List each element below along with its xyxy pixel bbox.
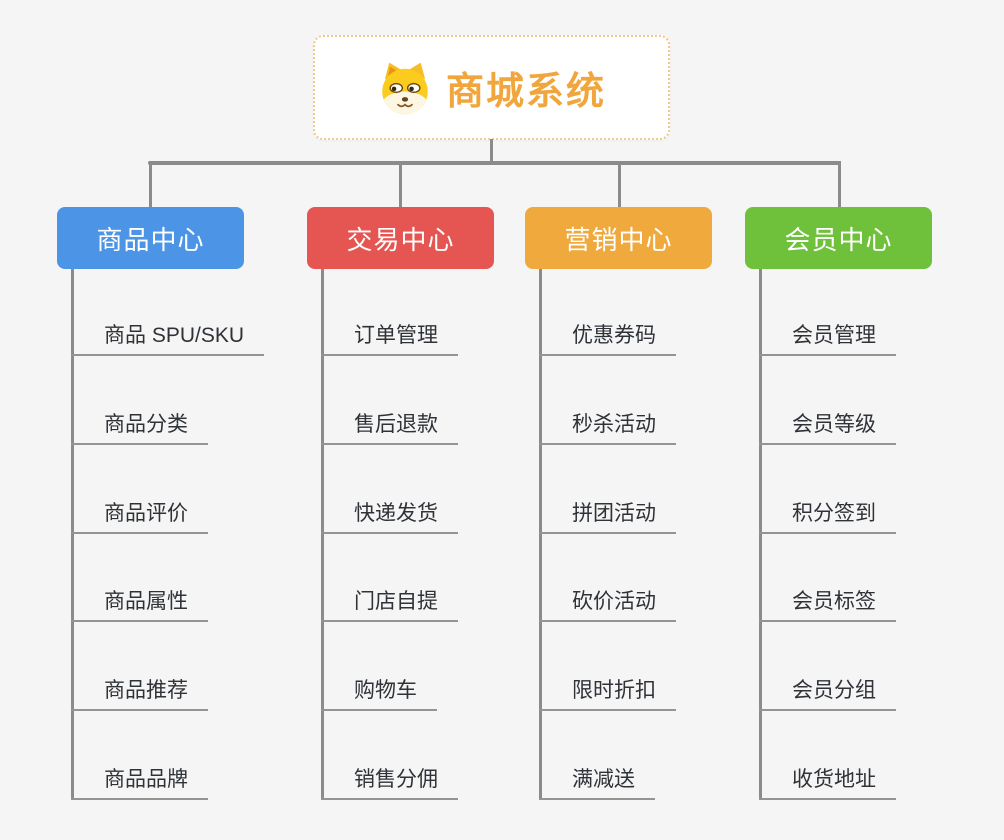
child-node[interactable]: 会员等级 <box>759 405 896 445</box>
branch-connector-line <box>617 161 621 208</box>
child-node[interactable]: 商品分类 <box>71 405 208 445</box>
child-node[interactable]: 售后退款 <box>321 405 458 445</box>
child-node[interactable]: 秒杀活动 <box>539 405 676 445</box>
child-node[interactable]: 会员管理 <box>759 316 896 356</box>
child-node[interactable]: 会员分组 <box>759 671 896 711</box>
child-node[interactable]: 商品 SPU/SKU <box>71 316 265 356</box>
child-node[interactable]: 砍价活动 <box>539 582 676 622</box>
child-node[interactable]: 会员标签 <box>759 582 896 622</box>
horizontal-connector-line <box>148 161 841 165</box>
branch-connector-line <box>148 161 152 208</box>
child-node[interactable]: 收货地址 <box>759 760 896 800</box>
root-title: 商城系统 <box>445 71 606 113</box>
child-node[interactable]: 门店自提 <box>321 582 458 622</box>
child-node[interactable]: 销售分佣 <box>321 760 458 800</box>
child-node[interactable]: 快递发货 <box>321 494 458 534</box>
root-node[interactable]: 商城系统 <box>313 35 670 140</box>
dog-face-icon <box>382 62 428 114</box>
branch-connector-line <box>398 161 402 208</box>
child-node[interactable]: 订单管理 <box>321 316 458 356</box>
trunk-connector-line <box>759 269 762 800</box>
branch-node[interactable]: 交易中心 <box>307 207 494 269</box>
branch-node[interactable]: 营销中心 <box>525 207 712 269</box>
child-node[interactable]: 商品品牌 <box>71 760 208 800</box>
child-node[interactable]: 拼团活动 <box>539 494 676 534</box>
branch-node[interactable]: 商品中心 <box>57 207 244 269</box>
child-node[interactable]: 商品属性 <box>71 582 208 622</box>
child-node[interactable]: 积分签到 <box>759 494 896 534</box>
child-node[interactable]: 优惠券码 <box>539 316 676 356</box>
child-node[interactable]: 购物车 <box>321 671 437 711</box>
child-node[interactable]: 商品推荐 <box>71 671 208 711</box>
trunk-connector-line <box>539 269 542 800</box>
child-node[interactable]: 满减送 <box>539 760 655 800</box>
root-connector-line <box>490 139 493 165</box>
child-node[interactable]: 限时折扣 <box>539 671 676 711</box>
branch-connector-line <box>837 161 841 208</box>
child-node[interactable]: 商品评价 <box>71 494 208 534</box>
trunk-connector-line <box>71 269 74 800</box>
trunk-connector-line <box>321 269 324 800</box>
branch-node[interactable]: 会员中心 <box>745 207 932 269</box>
